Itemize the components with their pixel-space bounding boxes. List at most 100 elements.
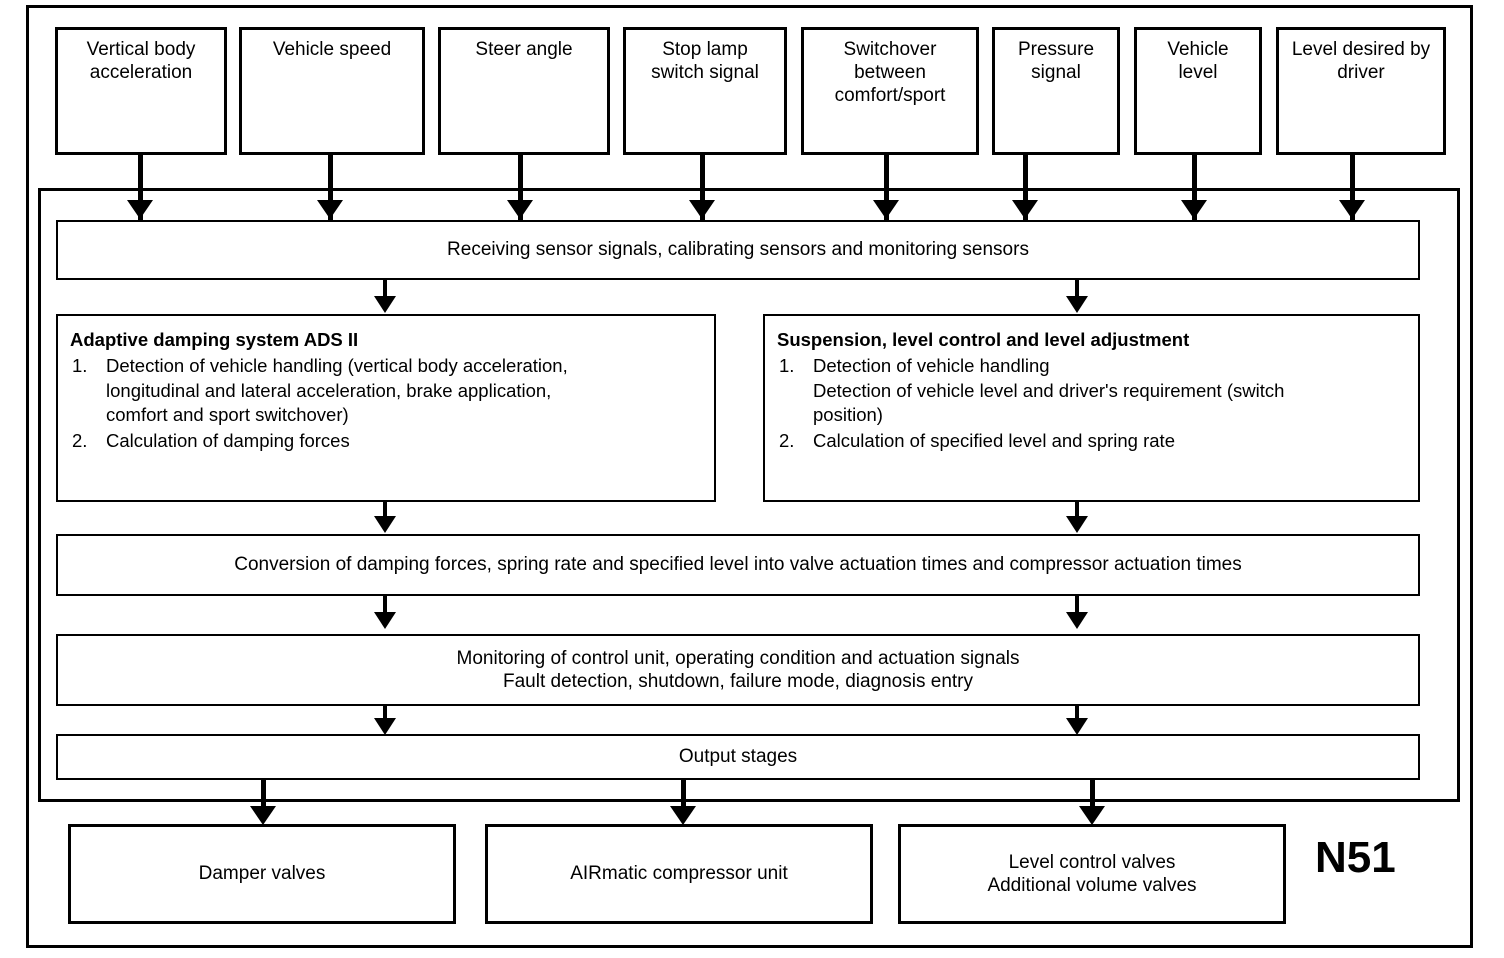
arrow-receiving-to-suspension [1066, 296, 1088, 313]
input-box-steer-angle[interactable]: Steer angle [438, 27, 610, 155]
connector-line-receiving-to-suspension [1075, 280, 1079, 304]
connector-line-input-5 [884, 152, 889, 220]
detail-item-line: longitudinal and lateral acceleration, b… [106, 379, 552, 401]
connector-line-conversion-to-monitoring-left [383, 596, 387, 618]
diagram-label-n51: N51 [1315, 833, 1396, 882]
arrow-output-1 [250, 806, 276, 825]
stage-box-monitoring[interactable]: Monitoring of control unit, operating co… [56, 634, 1420, 706]
connector-line-input-1 [138, 152, 143, 220]
connector-line-monitoring-to-output-left [383, 706, 387, 724]
connector-line-receiving-to-ads [383, 280, 387, 304]
stage-label-monitoring-line-2: Fault detection, shutdown, failure mode,… [503, 671, 973, 692]
connector-line-suspension-to-conversion [1075, 502, 1079, 524]
connector-line-output-2 [681, 778, 686, 820]
input-label-line: Vehicle speed [272, 39, 392, 60]
arrow-output-3 [1079, 806, 1105, 825]
output-label-line: Level control valves [1008, 851, 1176, 873]
output-label-line: AIRmatic compressor unit [570, 863, 788, 885]
stage-box-receiving-sensor-signals[interactable]: Receiving sensor signals, calibrating se… [56, 220, 1420, 280]
arrow-ads-to-conversion [374, 516, 396, 533]
arrow-input-1 [127, 200, 153, 219]
arrow-output-2 [670, 806, 696, 825]
input-box-level-desired-by-driver[interactable]: Level desired by driver [1276, 27, 1446, 155]
arrow-input-5 [873, 200, 899, 219]
arrow-input-4 [689, 200, 715, 219]
detail-item-line: Detection of vehicle level and driver's … [813, 379, 1285, 401]
input-label-line: signal [1031, 62, 1081, 84]
detail-title-ads: Adaptive damping system ADS II [70, 329, 359, 350]
arrow-input-2 [317, 200, 343, 219]
arrow-conversion-to-monitoring-right [1066, 612, 1088, 629]
connector-line-input-2 [328, 152, 333, 220]
connector-line-output-1 [261, 778, 266, 820]
arrow-input-7 [1181, 200, 1207, 219]
arrow-input-3 [507, 200, 533, 219]
detail-item: 2. Calculation of damping forces [70, 429, 704, 453]
detail-item-line: Detection of vehicle handling [813, 355, 1050, 377]
input-label-line: Pressure [1017, 39, 1095, 60]
detail-item: 1. Detection of vehicle handling Detecti… [777, 354, 1408, 427]
detail-item-line: comfort and sport switchover) [106, 404, 349, 426]
stage-label-receiving: Receiving sensor signals, calibrating se… [447, 239, 1029, 261]
connector-line-output-3 [1090, 778, 1095, 820]
detail-title-suspension: Suspension, level control and level adju… [777, 329, 1190, 350]
input-box-switchover-comfort-sport[interactable]: Switchover between comfort/sport [801, 27, 979, 155]
connector-line-monitoring-to-output-right [1075, 706, 1079, 724]
detail-item-line: Calculation of damping forces [106, 429, 350, 451]
input-box-vehicle-speed[interactable]: Vehicle speed [239, 27, 425, 155]
connector-line-input-6 [1023, 152, 1028, 220]
outer-frame [26, 5, 1473, 948]
input-label-line: Vertical body [86, 39, 196, 60]
input-label-line: Stop lamp [662, 39, 748, 60]
output-label-line: Damper valves [198, 863, 326, 885]
arrow-input-6 [1012, 200, 1038, 219]
input-box-pressure-signal[interactable]: Pressure signal [992, 27, 1120, 155]
connector-line-ads-to-conversion [383, 502, 387, 524]
stage-label-output-stages: Output stages [678, 746, 798, 768]
detail-item: 2. Calculation of specified level and sp… [777, 429, 1408, 453]
connector-line-input-7 [1192, 152, 1197, 220]
detail-item-line: position) [813, 404, 883, 426]
arrow-monitoring-to-output-left [374, 718, 396, 735]
input-label-line: acceleration [89, 62, 193, 84]
output-box-damper-valves[interactable]: Damper valves [68, 824, 456, 924]
detail-box-suspension-level-control[interactable]: Suspension, level control and level adju… [763, 314, 1420, 502]
input-label-line: Switchover [843, 39, 937, 60]
detail-list-suspension: 1. Detection of vehicle handling Detecti… [777, 354, 1408, 453]
input-label-line: switch signal [651, 62, 759, 84]
input-label-line: level [1178, 62, 1218, 84]
connector-line-input-4 [700, 152, 705, 220]
detail-item-line: Detection of vehicle handling (vertical … [106, 355, 568, 377]
input-box-vertical-body-acceleration[interactable]: Vertical body acceleration [55, 27, 227, 155]
detail-box-adaptive-damping-system[interactable]: Adaptive damping system ADS II 1. Detect… [56, 314, 716, 502]
input-box-stop-lamp-switch-signal[interactable]: Stop lamp switch signal [623, 27, 787, 155]
control-unit-frame-n51 [38, 188, 1460, 802]
detail-list-ads: 1. Detection of vehicle handling (vertic… [70, 354, 704, 453]
connector-line-conversion-to-monitoring-right [1075, 596, 1079, 618]
output-box-level-control-valves[interactable]: Level control valves Additional volume v… [898, 824, 1286, 924]
stage-label-conversion: Conversion of damping forces, spring rat… [234, 554, 1242, 576]
input-label-line: comfort/sport [834, 85, 946, 107]
arrow-input-8 [1339, 200, 1365, 219]
arrow-receiving-to-ads [374, 296, 396, 313]
detail-item-number: 1. [779, 355, 795, 377]
input-label-line: Level desired by [1291, 39, 1431, 60]
stage-label-monitoring-line-1: Monitoring of control unit, operating co… [456, 647, 1020, 669]
detail-item-number: 2. [72, 429, 88, 451]
input-label-line: Steer angle [475, 39, 573, 60]
stage-box-conversion[interactable]: Conversion of damping forces, spring rat… [56, 534, 1420, 596]
detail-item-line: Calculation of specified level and sprin… [813, 429, 1175, 451]
detail-item-number: 1. [72, 355, 88, 377]
input-label-line: between [854, 62, 926, 84]
stage-box-output-stages[interactable]: Output stages [56, 734, 1420, 780]
connector-line-input-3 [518, 152, 523, 220]
input-box-vehicle-level[interactable]: Vehicle level [1134, 27, 1262, 155]
arrow-conversion-to-monitoring-left [374, 612, 396, 629]
connector-line-input-8 [1350, 152, 1355, 220]
input-label-line: Vehicle [1167, 39, 1229, 60]
arrow-monitoring-to-output-right [1066, 718, 1088, 735]
output-box-airmatic-compressor-unit[interactable]: AIRmatic compressor unit [485, 824, 873, 924]
detail-item: 1. Detection of vehicle handling (vertic… [70, 354, 704, 427]
input-label-line: driver [1337, 62, 1385, 84]
